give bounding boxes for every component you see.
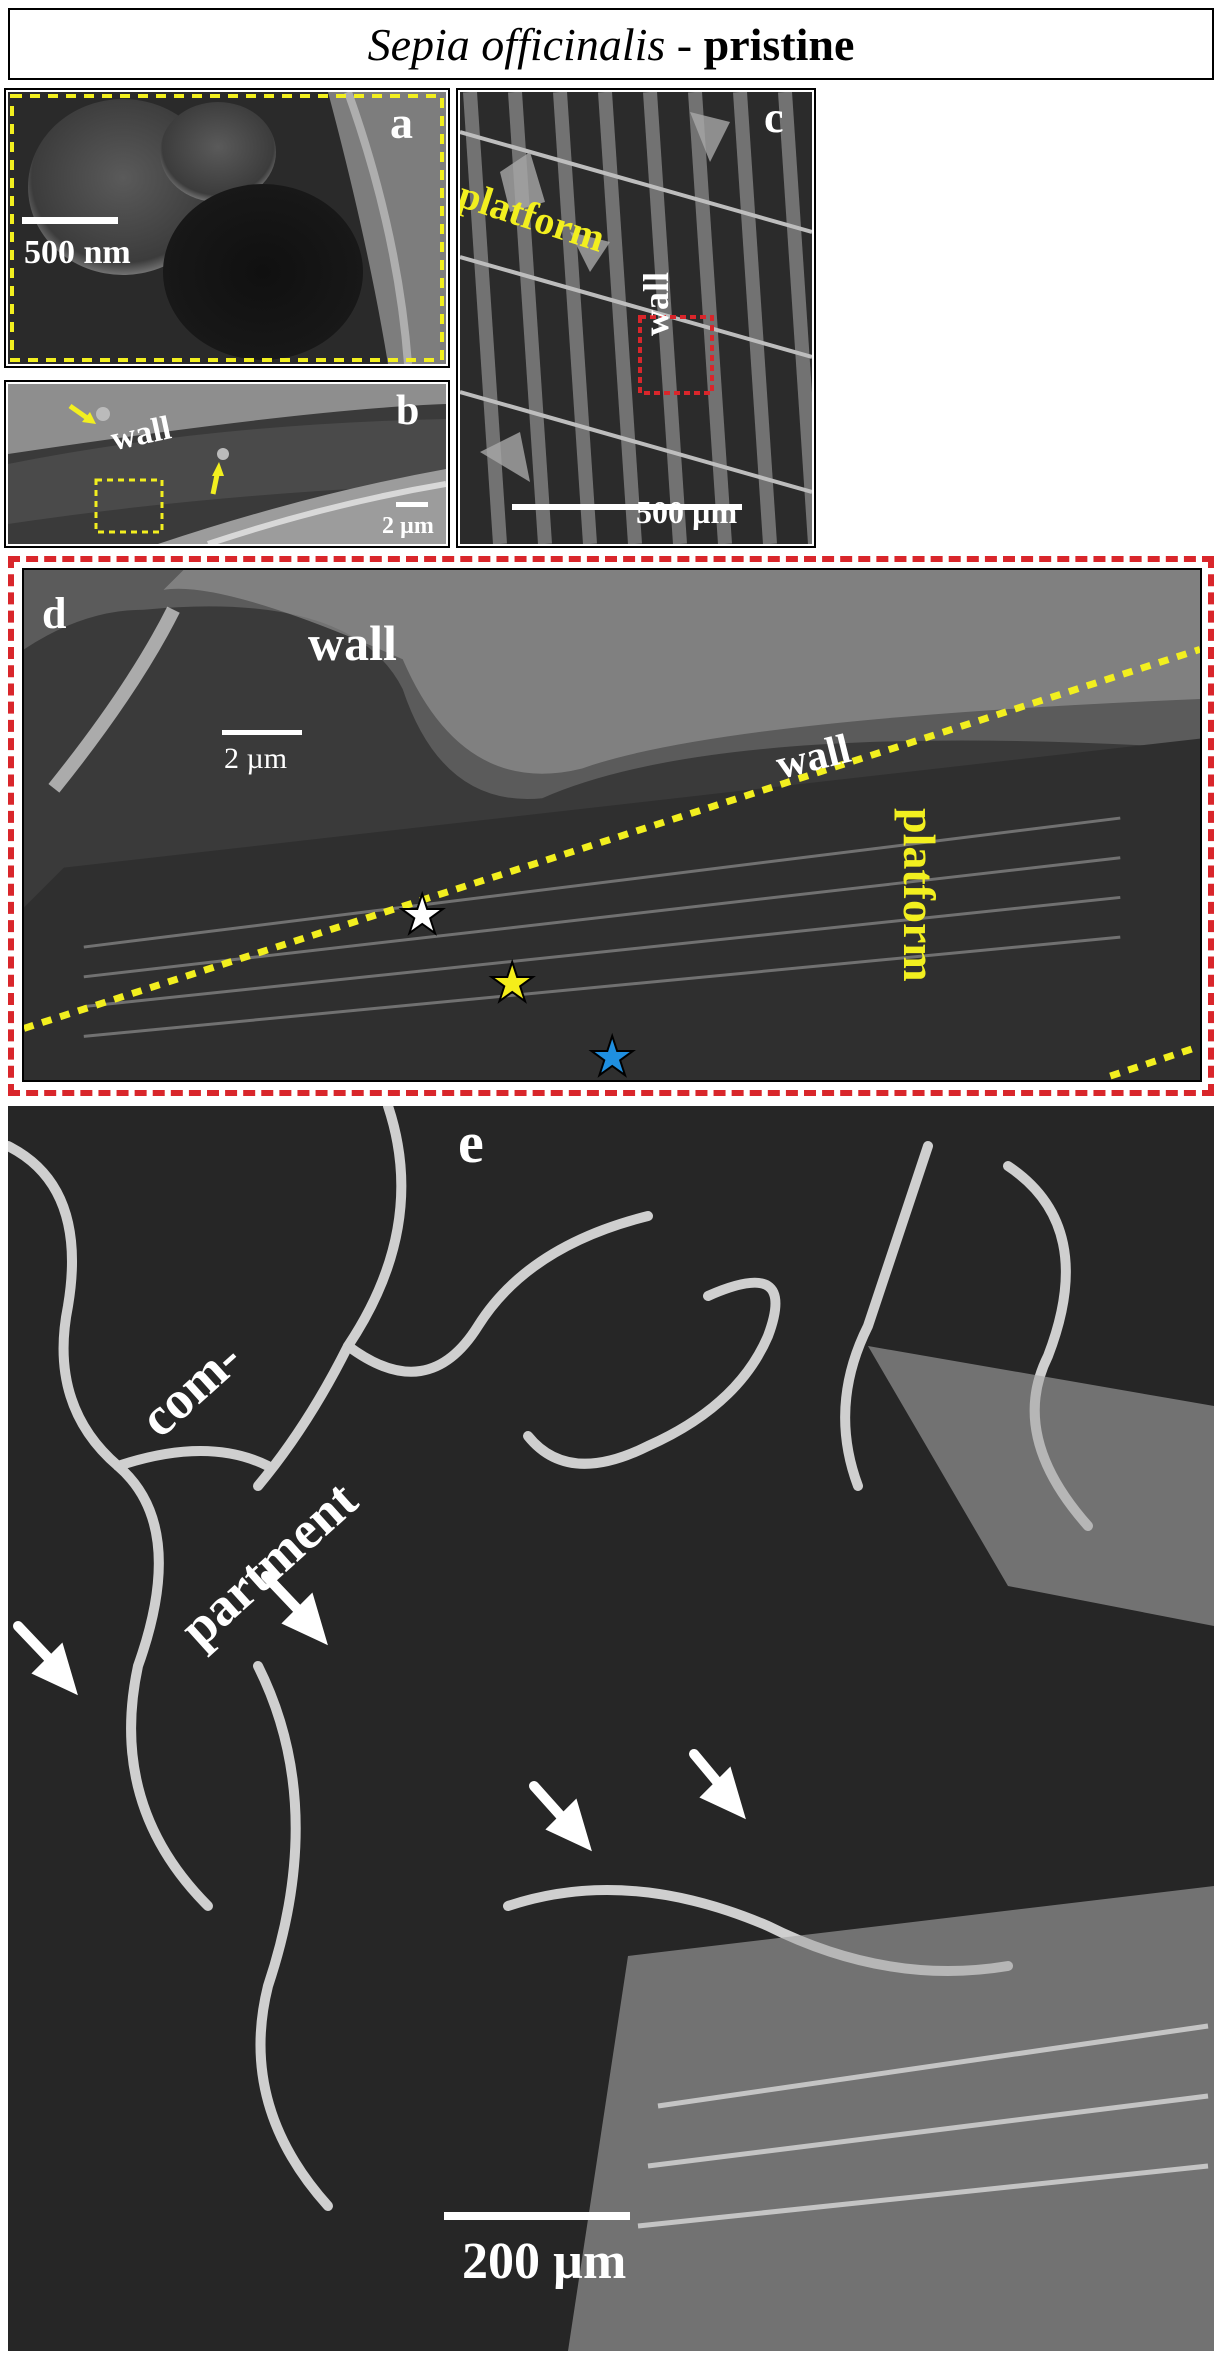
panel-a-scalebar-label: 500 nm xyxy=(24,234,131,271)
panel-d-scalebar-label: 2 µm xyxy=(224,742,288,775)
panel-d-wall-label-1: wall xyxy=(308,615,397,671)
panel-a-image: a 500 nm xyxy=(8,92,446,364)
panel-e-scalebar-label: 200 µm xyxy=(462,2233,627,2290)
panel-c-letter: c xyxy=(764,93,784,142)
panel-b-scalebar-label: 2 µm xyxy=(382,513,434,539)
yellow-star-icon: ★ xyxy=(487,953,537,1013)
panel-d-image: d wall wall platform 2 µm ★ ★ ★ xyxy=(22,568,1202,1082)
panel-e-image: e com- partment 200 µm xyxy=(8,1106,1214,2351)
panel-e-letter: e xyxy=(458,1110,484,1175)
panel-d-platform-label: platform xyxy=(894,808,945,982)
panel-e-scalebar xyxy=(444,2212,630,2220)
panel-b-image: b wall 2 µm xyxy=(8,384,446,544)
panel-d-dashed-frame xyxy=(8,556,1214,1096)
panel-d-letter: d xyxy=(42,589,67,638)
panel-a-letter: a xyxy=(390,97,413,148)
panel-c-scalebar-label: 500 µm xyxy=(636,494,738,530)
panel-b-scalebar xyxy=(396,502,428,507)
panel-a-scalebar xyxy=(22,217,118,224)
panel-d-scalebar xyxy=(222,730,302,735)
panel-c-wall-label: wall xyxy=(636,271,676,336)
figure-title-box: Sepia officinalis - pristine xyxy=(8,8,1214,80)
title-species: Sepia officinalis xyxy=(367,18,666,70)
panel-b-frame xyxy=(4,380,450,548)
title-state: pristine xyxy=(703,18,855,70)
panel-c-frame xyxy=(456,88,816,548)
panel-b-letter: b xyxy=(396,388,420,434)
blue-star-icon: ★ xyxy=(587,1027,637,1082)
white-star-icon: ★ xyxy=(397,885,447,945)
panel-c-image: c platform wall 500 µm xyxy=(460,92,812,544)
title-separator: - xyxy=(665,18,704,70)
panel-a-frame xyxy=(4,88,450,368)
arrow-icon xyxy=(13,1571,746,1852)
panel-c-scalebar xyxy=(512,504,742,510)
